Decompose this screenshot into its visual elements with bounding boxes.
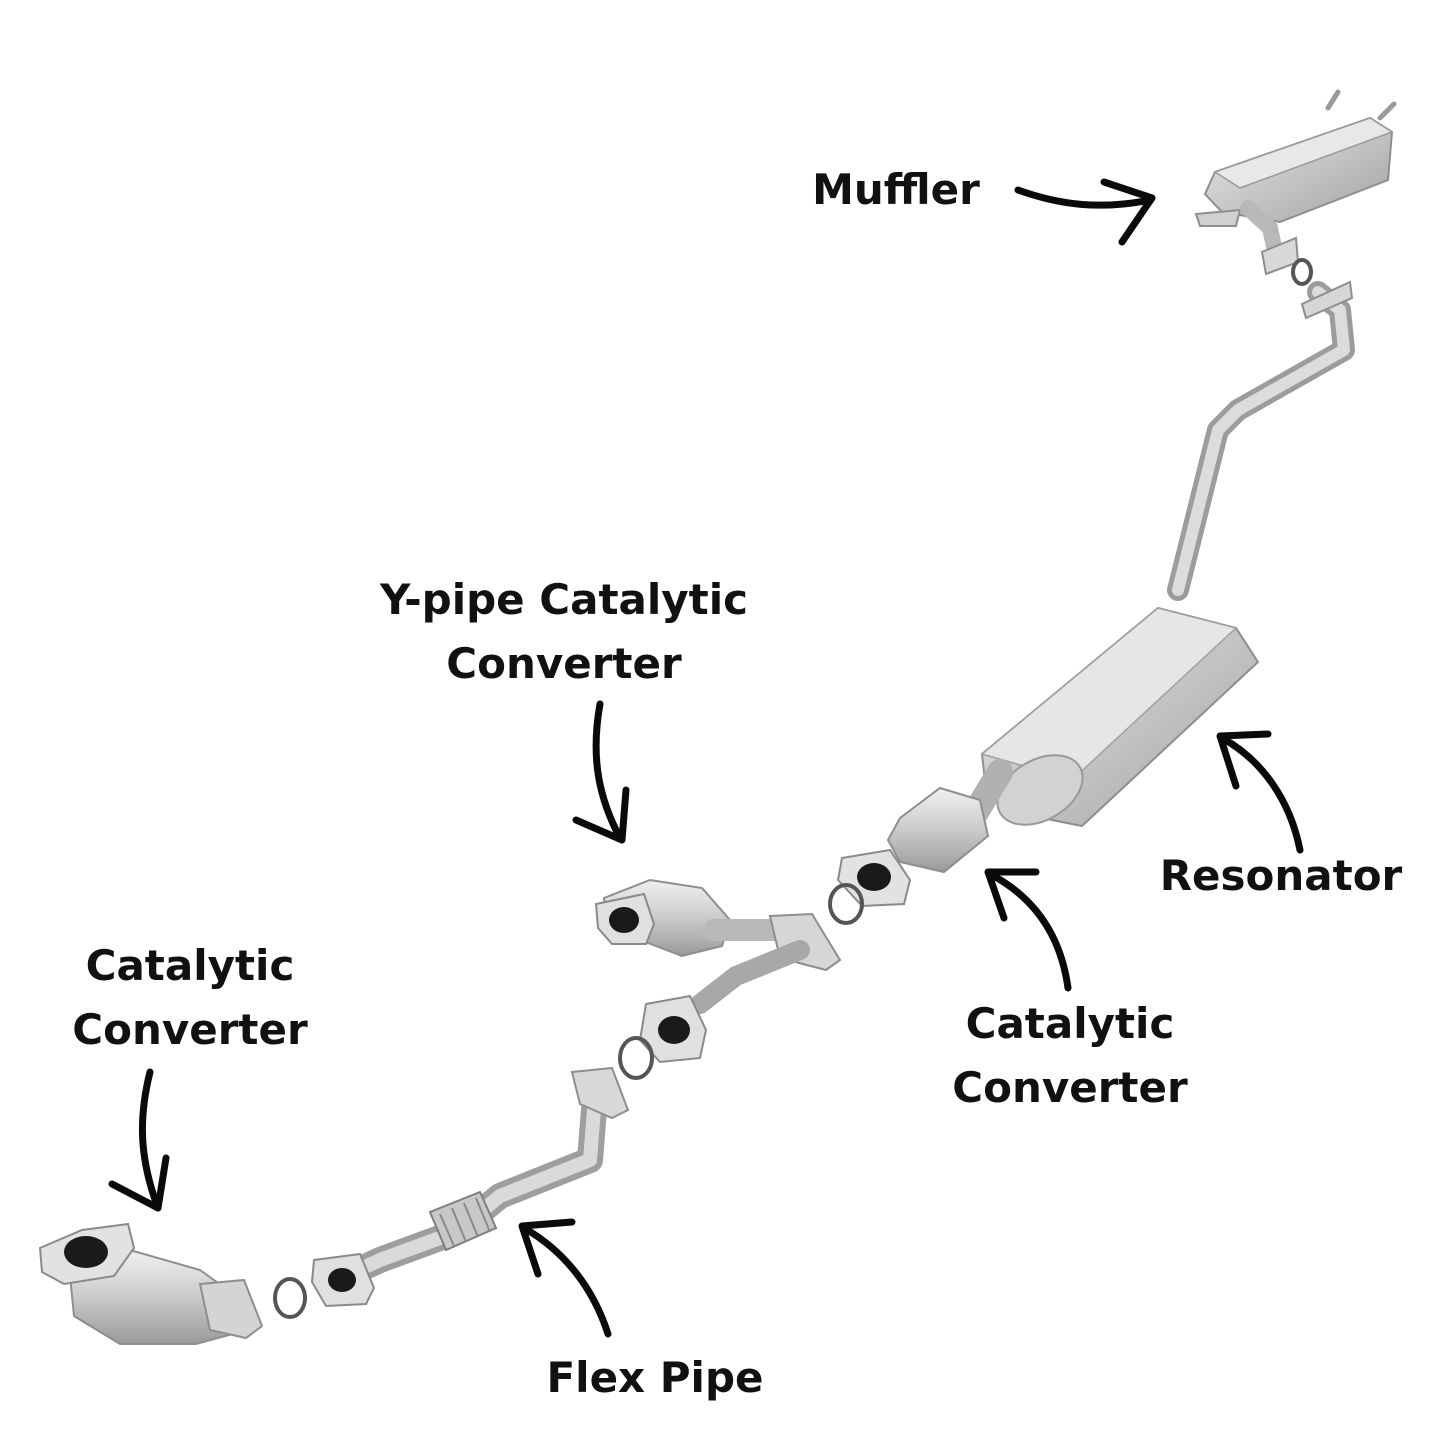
arrow-muffler: [1014, 178, 1156, 246]
label-front-cat-line-1: Catalytic: [85, 941, 295, 990]
label-resonator-line-1: Resonator: [1159, 851, 1403, 900]
label-y-pipe-line-2: Converter: [446, 639, 682, 688]
front-catalytic-converter-part: [38, 1222, 264, 1345]
rear-cat-gasket: [828, 883, 864, 925]
label-rear-catalytic-converter: Catalytic Converter: [925, 992, 1215, 1120]
flex-pipe-gasket: [273, 1277, 307, 1319]
label-front-cat-line-2: Converter: [72, 1005, 308, 1054]
y-pipe-catalytic-converter-part: [594, 878, 842, 1064]
arrow-front-cat: [108, 1068, 170, 1212]
intermediate-pipe: [1167, 280, 1355, 601]
label-y-pipe-catalytic-converter: Y-pipe Catalytic Converter: [338, 568, 790, 696]
arrow-resonator: [1216, 730, 1304, 854]
label-rear-cat-line-2: Converter: [952, 1063, 1188, 1112]
label-muffler-line-1: Muffler: [812, 165, 980, 214]
muffler-gasket: [1291, 258, 1313, 286]
y-pipe-gasket: [618, 1036, 654, 1080]
muffler-part: [1194, 89, 1397, 276]
label-front-catalytic-converter: Catalytic Converter: [40, 934, 340, 1062]
label-y-pipe-line-1: Y-pipe Catalytic: [379, 575, 749, 624]
label-rear-cat-line-1: Catalytic: [965, 999, 1175, 1048]
label-flex-pipe: Flex Pipe: [530, 1346, 780, 1410]
label-muffler: Muffler: [796, 158, 996, 222]
rear-catalytic-converter-part: [836, 759, 1013, 908]
arrow-flex-pipe: [518, 1218, 612, 1338]
label-resonator: Resonator: [1140, 844, 1422, 908]
flex-pipe-part: [310, 1066, 630, 1308]
label-flex-pipe-line-1: Flex Pipe: [546, 1353, 764, 1402]
resonator-part: [980, 606, 1260, 828]
arrow-rear-cat: [984, 868, 1072, 992]
arrow-y-pipe: [572, 700, 630, 844]
